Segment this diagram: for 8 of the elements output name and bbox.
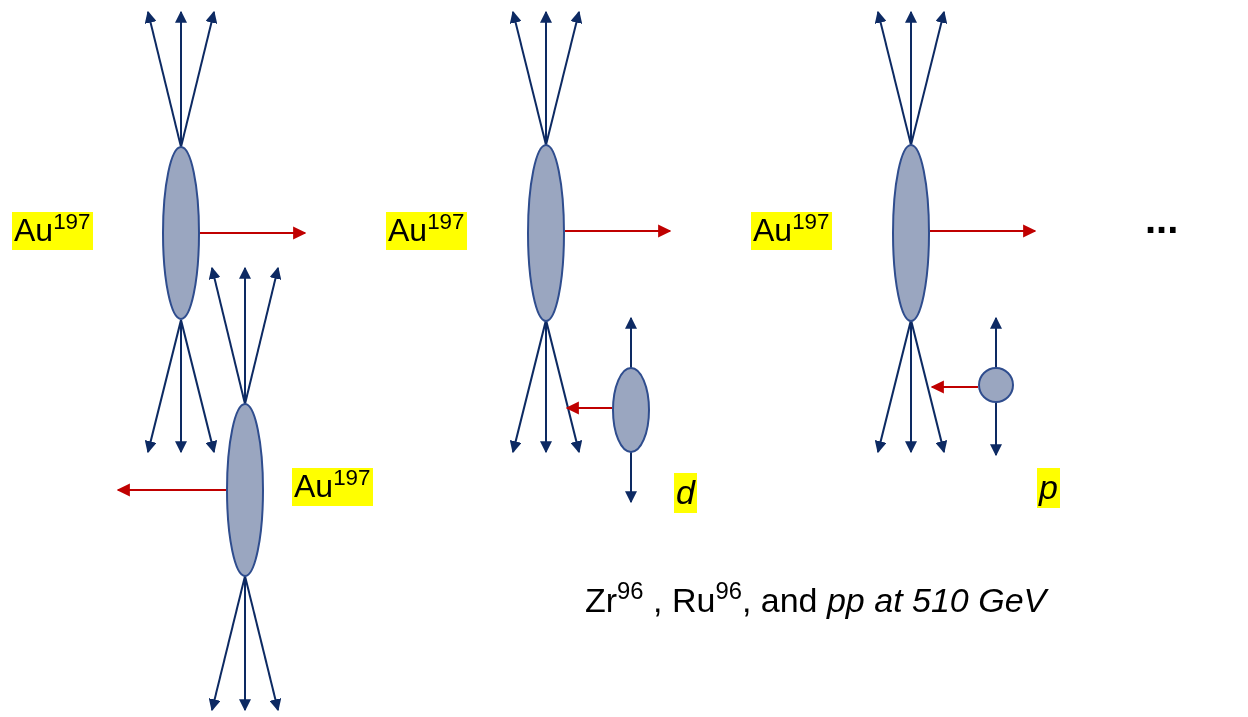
- ellipsis-text: ...: [1145, 198, 1179, 240]
- caption-text: Zr$^{96}$ , Ru$^{96}$, and pp at 510 GeV: [585, 583, 1047, 619]
- nucleus-label: Au$^{197}$: [751, 212, 832, 250]
- nucleus-label: p: [1037, 468, 1060, 508]
- nucleus-label: d: [674, 473, 697, 513]
- nucleus-label: Au$^{197}$: [292, 468, 373, 506]
- nucleus-label: Au$^{197}$: [386, 212, 467, 250]
- nucleus-label: Au$^{197}$: [12, 212, 93, 250]
